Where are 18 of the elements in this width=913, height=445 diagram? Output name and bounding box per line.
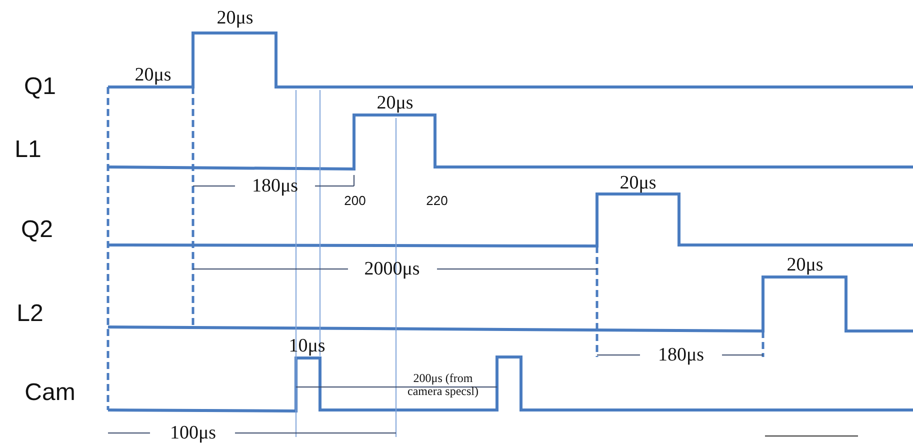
signal-name: Q1 (24, 74, 56, 100)
signal-name: Q2 (21, 216, 53, 244)
dimension-label: 2000μs (364, 260, 420, 280)
pulse-width: 20μs (376, 94, 414, 114)
signal-name: L1 (14, 136, 42, 164)
dimension-label: 180μs (658, 346, 704, 366)
dimension-label: 200μs (from camera specsl) (406, 372, 480, 398)
pulse-width: 20μs (786, 256, 824, 276)
pulse-width: 20μs (216, 8, 254, 30)
pulse-width: 10μs (288, 336, 326, 358)
time-mark: 220 (426, 194, 448, 208)
time-mark: 200 (344, 194, 366, 208)
pulse-width: 20μs (134, 66, 172, 86)
dimension-label: 100μs (170, 424, 216, 444)
dimension-label: 180μs (252, 176, 298, 198)
pulse-width: 20μs (620, 174, 656, 194)
signal-name: L2 (16, 300, 44, 328)
signal-name: Cam (24, 380, 76, 406)
